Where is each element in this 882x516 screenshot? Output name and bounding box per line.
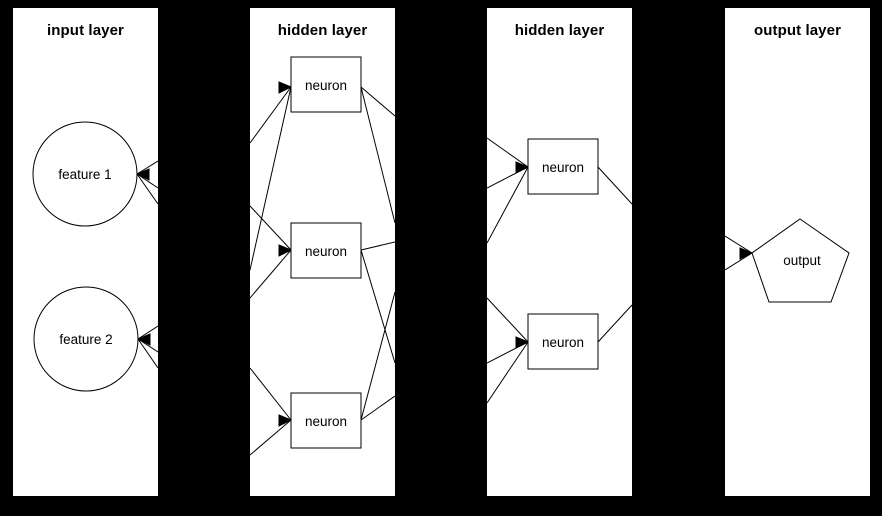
panel-title-input-layer: input layer bbox=[47, 22, 124, 39]
node-label-feature-2: feature 2 bbox=[59, 332, 112, 347]
edges-incoming-hidden1 bbox=[250, 86, 292, 456]
node-label-feature-1: feature 1 bbox=[58, 167, 111, 182]
panel-title-output-layer: output layer bbox=[753, 22, 842, 39]
node-label-neuron-h2-1: neuron bbox=[542, 160, 584, 175]
node-neuron-h1-3 bbox=[290, 392, 362, 449]
node-neuron-h1-2 bbox=[290, 222, 362, 279]
node-label-neuron-h1-2: neuron bbox=[305, 244, 347, 259]
node-label-output: output bbox=[783, 253, 821, 268]
edges-incoming-hidden2 bbox=[487, 137, 529, 404]
panel-title-hidden-layer-1: hidden layer bbox=[277, 22, 368, 39]
node-output-pentagon bbox=[751, 218, 850, 303]
node-feature-1 bbox=[32, 121, 138, 227]
edges-incoming-output bbox=[725, 235, 753, 271]
arrowhead-into-neuron-2 bbox=[278, 244, 293, 257]
panel-hidden-layer-2: hidden layer ne bbox=[487, 8, 632, 496]
panel-output-layer: output layer output bbox=[725, 8, 870, 496]
panel-input-layer: input layer feature 1 bbox=[13, 8, 158, 496]
arrowhead-into-output bbox=[739, 247, 754, 260]
node-label-neuron-h2-2: neuron bbox=[542, 335, 584, 350]
node-label-neuron-h1-1: neuron bbox=[305, 78, 347, 93]
edges-input-to-hidden1-clipped bbox=[136, 160, 158, 369]
arrowhead-into-feature-2 bbox=[136, 333, 151, 346]
arrowhead-into-neuron-h2-2 bbox=[515, 336, 530, 349]
arrowhead-into-neuron-1 bbox=[278, 81, 293, 94]
node-label-neuron-h1-3: neuron bbox=[305, 414, 347, 429]
arrowhead-into-feature-1 bbox=[135, 168, 150, 181]
node-neuron-h2-2 bbox=[527, 313, 599, 370]
node-feature-2 bbox=[33, 286, 139, 392]
arrowhead-into-neuron-h2-1 bbox=[515, 161, 530, 174]
panel-hidden-layer-1: hidden layer bbox=[250, 8, 395, 496]
panel-title-hidden-layer-2: hidden layer bbox=[514, 22, 605, 39]
edges-outgoing-hidden2 bbox=[597, 166, 632, 343]
edges-outgoing-hidden1 bbox=[360, 86, 395, 421]
node-neuron-h2-1 bbox=[527, 138, 599, 195]
arrowhead-into-neuron-3 bbox=[278, 414, 293, 427]
node-neuron-h1-1 bbox=[290, 56, 362, 113]
